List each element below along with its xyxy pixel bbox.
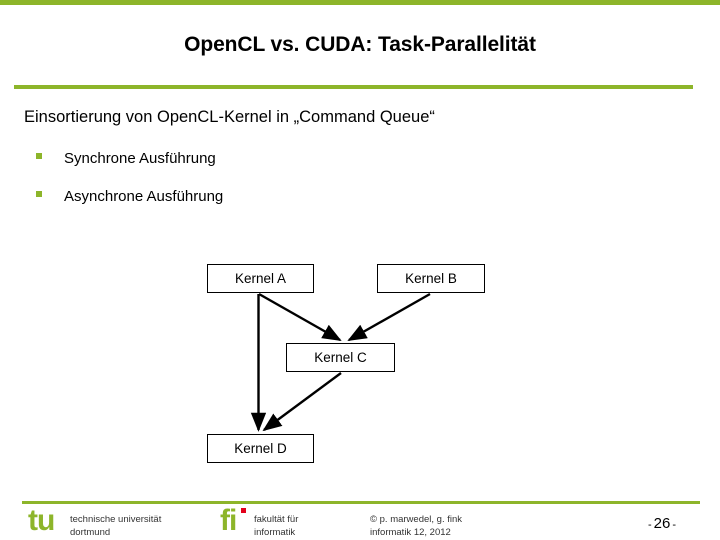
- bullet-item-asynchronous: Asynchrone Ausführung: [36, 188, 223, 205]
- arrow-a-to-c: [258, 292, 342, 342]
- title-divider-rule: [14, 85, 693, 89]
- square-bullet-icon: [36, 191, 42, 197]
- top-accent-bar: [0, 0, 720, 5]
- fakultaet-informatik-logo: fi: [220, 504, 237, 537]
- diagram-node-kernel-b: Kernel B: [377, 264, 485, 293]
- page-number-prefix: -: [648, 519, 652, 531]
- diagram-node-kernel-a: Kernel A: [207, 264, 314, 293]
- diagram-node-kernel-c: Kernel C: [286, 343, 395, 372]
- page-title: OpenCL vs. CUDA: Task-Parallelität: [184, 33, 536, 56]
- arrow-c-to-d: [262, 372, 342, 432]
- page-number-value: 26: [653, 515, 671, 532]
- arrow-b-to-c: [347, 292, 431, 342]
- square-bullet-icon: [36, 153, 42, 159]
- fi-logo-red-dot-icon: [241, 508, 246, 513]
- body-lead-line: Einsortierung von OpenCL-Kernel in „Comm…: [24, 108, 435, 126]
- bullet-item-synchronous: Synchrone Ausführung: [36, 150, 216, 167]
- tu-dortmund-logo: tu: [28, 504, 55, 537]
- bullet-item-label: Asynchrone Ausführung: [64, 188, 224, 205]
- footer-divider-rule: [22, 501, 700, 504]
- diagram-node-kernel-d: Kernel D: [207, 434, 314, 463]
- bullet-item-label: Synchrone Ausführung: [64, 150, 216, 167]
- page-number: -26-: [648, 515, 676, 532]
- page-number-suffix: -: [672, 519, 677, 531]
